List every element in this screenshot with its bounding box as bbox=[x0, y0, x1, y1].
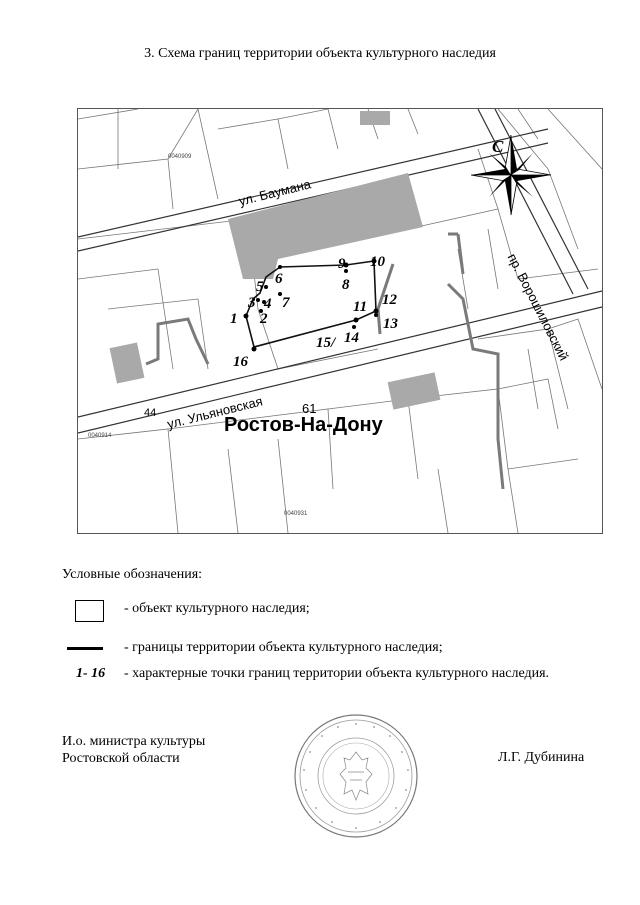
legend-object-text: - объект культурного наследия; bbox=[124, 601, 310, 616]
point-label: 16 bbox=[233, 354, 248, 370]
official-seal bbox=[294, 714, 418, 838]
point-label: 14 bbox=[344, 330, 359, 346]
signatory-position: И.о. министра культуры Ростовской област… bbox=[62, 733, 205, 767]
block-code: 0040931 bbox=[284, 511, 308, 517]
city-label: Ростов-На-Дону bbox=[224, 414, 383, 436]
point-label: 7 bbox=[282, 295, 290, 311]
signatory-position-line1: И.о. министра культуры bbox=[62, 734, 206, 749]
north-label: С bbox=[492, 137, 504, 156]
signatory-name: Л.Г. Дубинина bbox=[498, 750, 585, 765]
page-title: 3. Схема границ территории объекта культ… bbox=[144, 46, 496, 61]
point-label: 9 bbox=[338, 256, 346, 272]
point-label: 15/ bbox=[316, 335, 336, 351]
point-label: 3 bbox=[248, 295, 256, 311]
map-number: 61 bbox=[302, 401, 317, 416]
block-code: 0040909 bbox=[168, 154, 192, 160]
map-number: 44 bbox=[144, 407, 157, 419]
point-label: 6 bbox=[275, 271, 283, 287]
point-label: 5 bbox=[256, 279, 264, 295]
compass-icon bbox=[470, 134, 552, 216]
legend-points-range: 1- 16 bbox=[76, 666, 106, 681]
point-label: 10 bbox=[370, 254, 385, 270]
legend-points-text: - характерные точки границ территории об… bbox=[124, 666, 550, 681]
legend-border-text: - границы территории объекта культурного… bbox=[124, 640, 443, 655]
signatory-position-line2: Ростовской области bbox=[62, 751, 180, 766]
map-drawing bbox=[78, 109, 602, 533]
cadastral-map: С ул. Баумана ул. Ульяновская пр. Вороши… bbox=[77, 108, 603, 534]
point-label: 13 bbox=[383, 316, 398, 332]
point-label: 8 bbox=[342, 277, 350, 293]
legend-border-swatch bbox=[67, 647, 103, 650]
legend-object-swatch bbox=[75, 600, 104, 622]
legend-heading: Условные обозначения: bbox=[62, 567, 203, 582]
point-label: 12 bbox=[382, 292, 397, 308]
point-label: 11 bbox=[353, 299, 368, 315]
block-code: 0040914 bbox=[88, 433, 112, 439]
point-label: 4 bbox=[264, 296, 272, 312]
point-label: 1 bbox=[230, 311, 238, 327]
point-label: 2 bbox=[260, 311, 268, 327]
